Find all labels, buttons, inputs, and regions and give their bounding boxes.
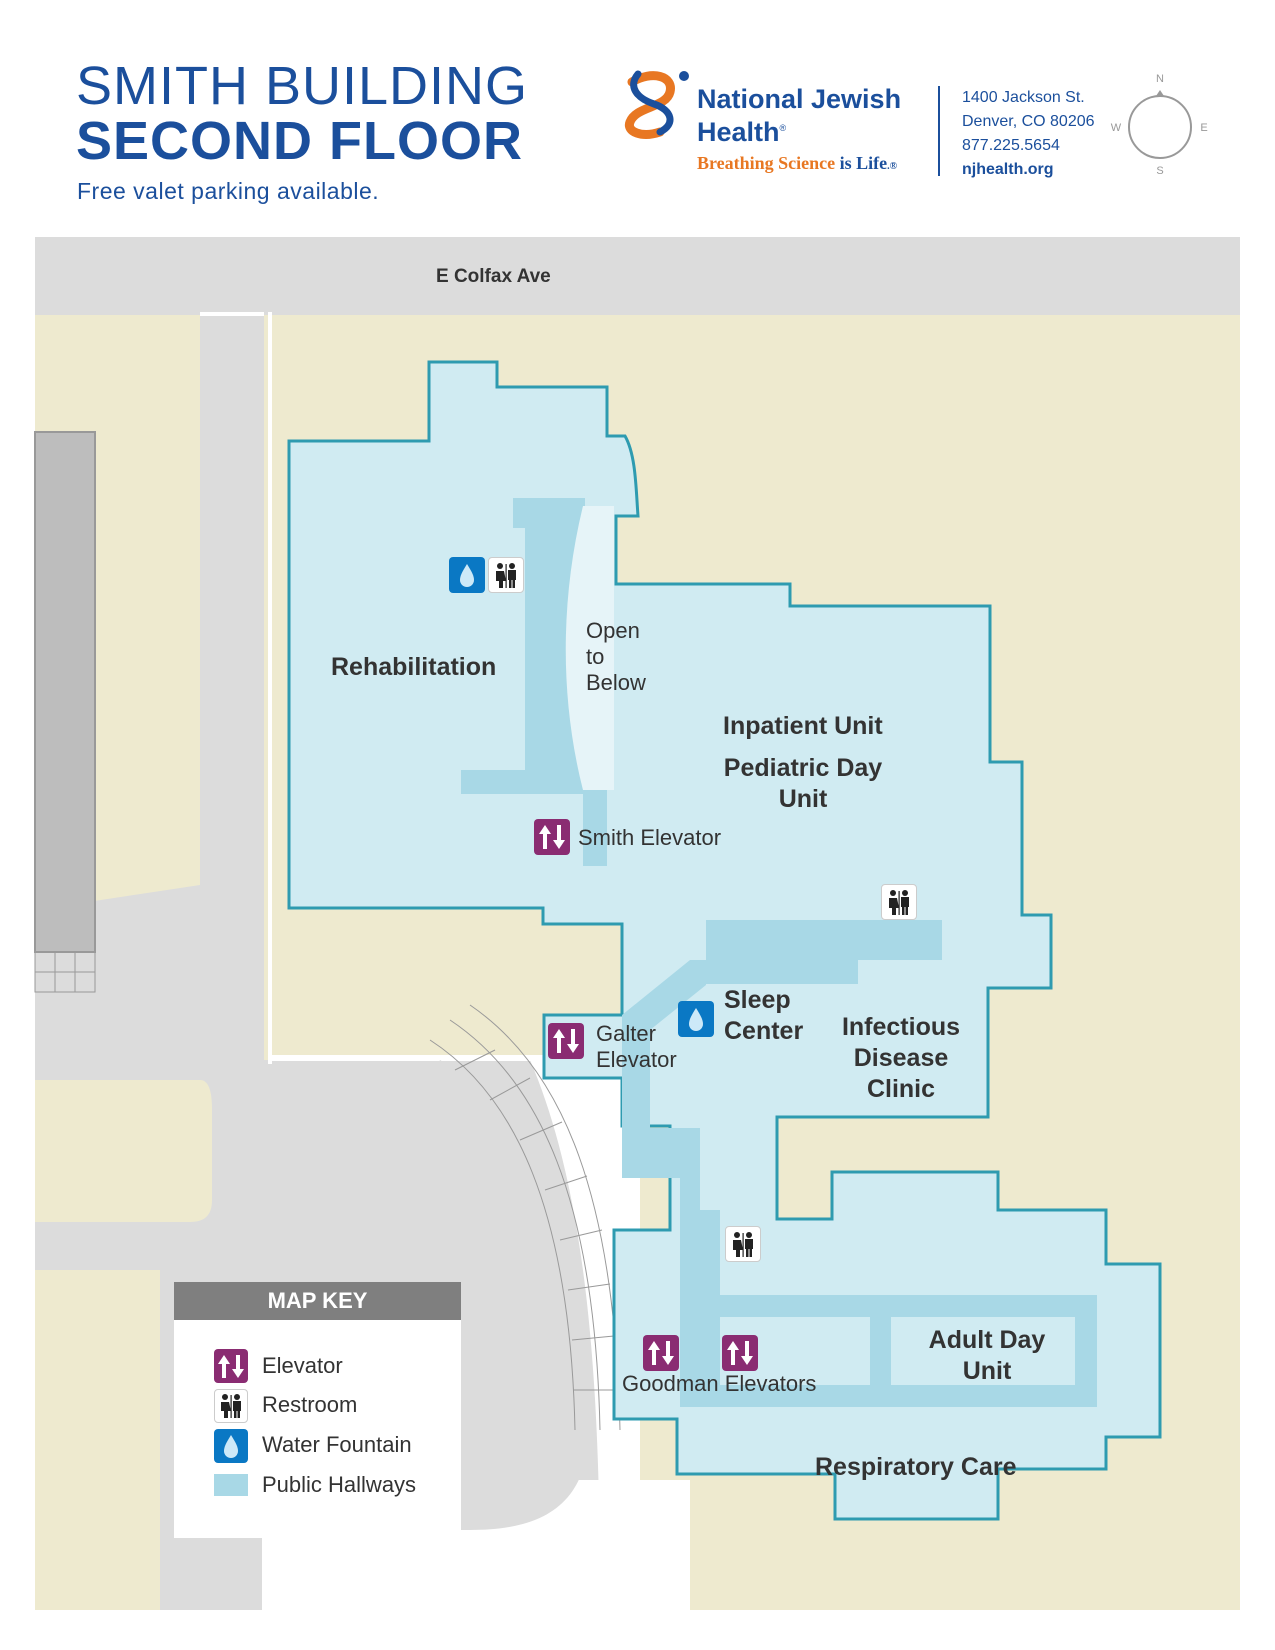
parking-note: Free valet parking available. [77,178,380,204]
compass-w: W [1111,122,1122,134]
dept-rehabilitation: Rehabilitation [331,653,497,681]
logo-tagline-b: is Life [839,153,888,173]
njh-logo-mark-icon [624,70,689,139]
open-below-line3: Below [586,670,646,695]
dept-infectious-disease-clinic: Infectious Disease Clinic [838,1012,964,1105]
infectious-line3: Clinic [866,1075,936,1103]
key-elevator-label: Elevator [262,1353,343,1378]
walkway [530,1060,640,1600]
sidewalk-top [200,312,264,316]
goodman-elevators-label: Goodman Elevators [622,1371,817,1396]
dept-respiratory-care: Respiratory Care [815,1453,1017,1481]
phone-number: 877.225.5654 [962,137,1060,154]
logo-name: National Jewish Health® [697,85,901,147]
water-fountain-icon [449,557,485,593]
neighbor-building [34,431,96,953]
sleep-line1: Sleep [724,986,791,1014]
street-label: E Colfax Ave [436,266,551,287]
logo-registered-mark: ® [779,123,787,133]
lawn-lower-left [35,1270,160,1610]
key-restroom-label: Restroom [262,1392,358,1417]
dept-inpatient-unit: Inpatient Unit [723,712,883,740]
key-hallway-swatch [214,1474,248,1496]
logo-name-line2: Health [697,117,780,147]
galter-elevator-line1: Galter [596,1021,656,1046]
open-below-line1: Open [586,618,640,643]
sleep-line2: Center [724,1017,804,1045]
key-elevator-icon [214,1349,248,1383]
page-title-line2: SECOND FLOOR [76,111,524,171]
galter-elevator-line2: Elevator [596,1047,677,1072]
key-water-fountain-icon [214,1429,248,1463]
compass-s: S [1156,165,1163,177]
logo-tagline: Breathing Science is Life.® [697,153,897,174]
map-key-title: MAP KEY [174,1282,461,1320]
room-adult-day [891,1317,1075,1385]
address-line2: Denver, CO 80206 [962,113,1095,130]
galter-elevator-icon [548,1023,584,1059]
colfax-road [35,237,1240,315]
compass-rose-icon: N E S W [1111,73,1208,177]
open-below-line2: to [586,644,605,669]
compass-e: E [1200,122,1207,134]
dept-pediatric-day-unit: Pediatric Day Unit [723,753,883,815]
adult-line1: Adult Day [928,1326,1046,1354]
water-fountain-icon [678,1001,714,1037]
key-hallway-label: Public Hallways [262,1472,417,1497]
smith-elevator-icon [534,819,570,855]
logo-tagline-a: Breathing Science [697,153,836,173]
restroom-icon [881,884,917,920]
sidewalk-vertical [268,312,272,1064]
restroom-icon [488,557,524,593]
logo-name-line1: National Jewish [697,84,902,114]
restroom-icon [725,1226,761,1262]
page-title-line1: SMITH BUILDING [76,56,529,116]
key-water-fountain-label: Water Fountain [262,1432,412,1457]
logo-tagline-mark: .® [887,161,898,172]
open-to-below-area [565,506,614,790]
compass-n: N [1156,73,1164,85]
address-line1: 1400 Jackson St. [962,89,1085,106]
neighbor-grid [34,951,96,993]
website-link[interactable]: njhealth.org [962,161,1054,178]
pediatric-line1: Pediatric Day [723,754,883,782]
key-restroom-icon [214,1389,248,1423]
smith-elevator-label: Smith Elevator [578,825,722,850]
infectious-line1: Infectious [841,1013,961,1041]
lawn-left [35,1080,212,1222]
adult-line2: Unit [962,1357,1012,1385]
dept-adult-day-unit: Adult Day Unit [924,1325,1050,1387]
goodman-elevator-icon-1 [643,1335,679,1371]
infectious-line2: Disease [853,1044,949,1072]
header-divider [938,86,940,176]
dept-sleep-center: Sleep Center [724,985,803,1047]
goodman-elevator-icon-2 [722,1335,758,1371]
pediatric-line2: Unit [778,785,828,813]
contact-block: 1400 Jackson St. Denver, CO 80206 877.22… [962,86,1095,182]
